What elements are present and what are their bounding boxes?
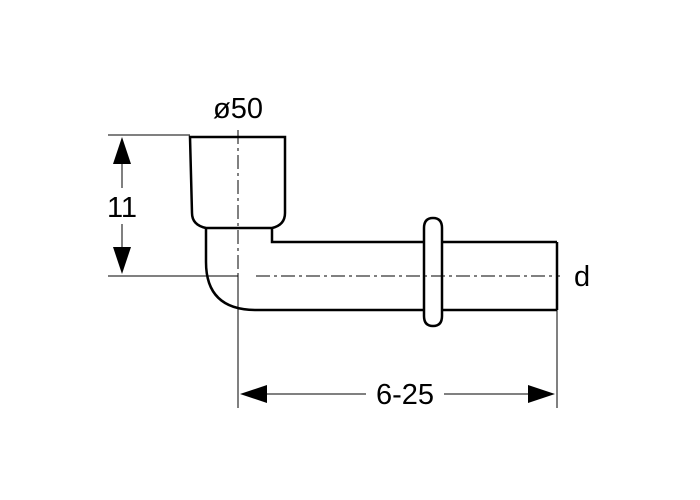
length-arrow-left-icon <box>240 385 267 403</box>
elbow-outer-wall <box>204 228 557 312</box>
pipe-diameter-label: d <box>574 261 590 293</box>
height-arrow-up-icon <box>113 137 131 164</box>
length-arrow-right-icon <box>528 385 555 403</box>
diameter-label: ø50 <box>213 93 263 125</box>
elbow-inner-wall <box>270 228 557 244</box>
rosette-collar <box>422 216 444 328</box>
height-arrow-down-icon <box>113 247 131 274</box>
length-label: 6-25 <box>376 379 434 411</box>
length-label-backdrop <box>366 378 444 410</box>
height-label: 11 <box>107 192 137 224</box>
height-label-backdrop <box>104 188 140 224</box>
